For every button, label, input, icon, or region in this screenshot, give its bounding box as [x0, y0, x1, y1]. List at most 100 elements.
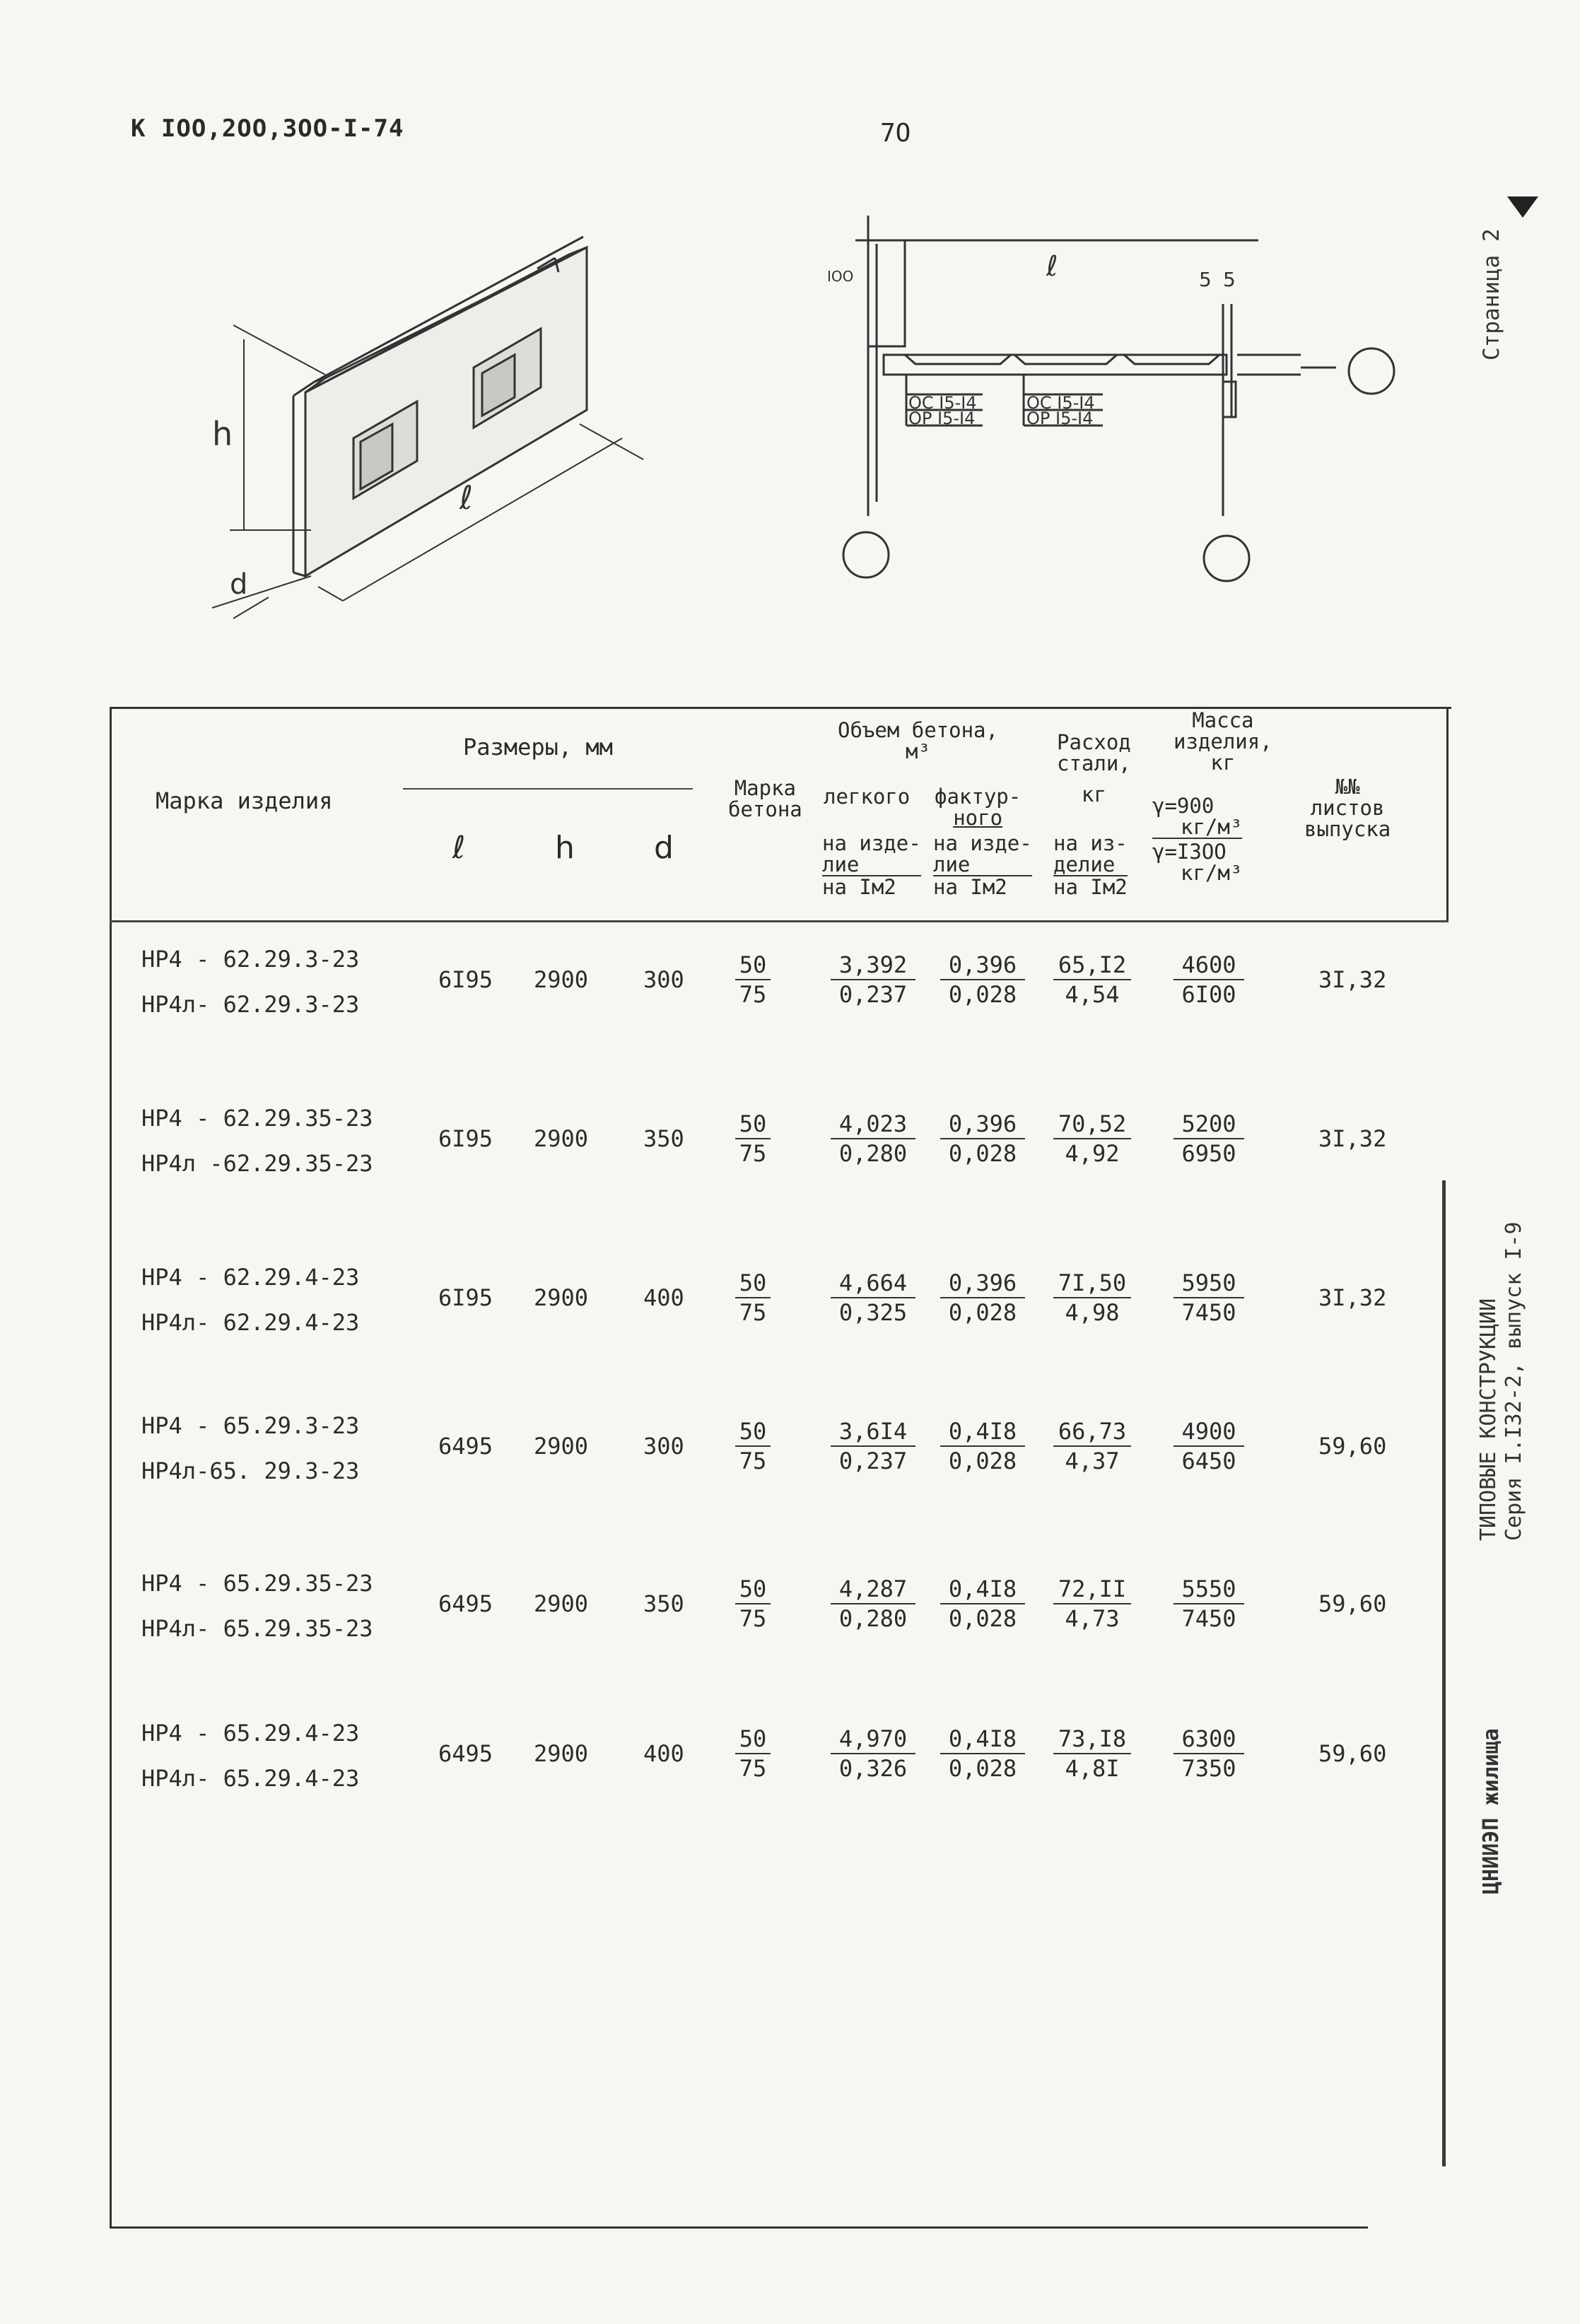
row-sheets: 59,60: [1318, 1590, 1387, 1617]
row-mass-top: 4900: [1174, 1417, 1244, 1447]
dim-l-label: ℓ: [459, 479, 473, 517]
header-mass-g2: γ=I3OO кг/м³: [1152, 841, 1242, 884]
dim-5a-label: 5: [1199, 268, 1212, 291]
row-l: 6I95: [438, 1284, 493, 1311]
header-mass-line2: изделия,: [1174, 729, 1272, 753]
header-steel: Расход стали, кг: [1057, 732, 1131, 805]
row-steel-bottom: 4,73: [1065, 1605, 1120, 1632]
panel-isometric-figure: h ℓ d: [211, 235, 644, 619]
row-mark-1: НР4 - 65.29.35-23: [141, 1570, 373, 1597]
dim-100-label: IOO: [827, 268, 853, 285]
row-volume-light-bottom: 0,280: [838, 1140, 908, 1167]
row-mark-1: НР4 - 65.29.4-23: [141, 1720, 360, 1747]
row-volume-light-top: 3,392: [831, 951, 915, 980]
header-sheets-line1: №№: [1335, 775, 1360, 799]
document-code: К IOO,2OO,3OO-I-74: [131, 115, 404, 143]
table-bottom-edge: [110, 2226, 1368, 2229]
side-organization: ЦНИИЭП жилища: [1479, 1728, 1504, 1894]
header-mass-g1-line2: кг/м³: [1152, 816, 1243, 839]
header-vol-light-sub: на изде- лие на Iм2: [822, 833, 921, 898]
header-facing-line2: ного: [953, 806, 1003, 830]
row-volume-facing-top: 0,4I8: [940, 1575, 1025, 1604]
row-d: 350: [643, 1590, 684, 1617]
header-mark: Марка изделия: [156, 787, 333, 814]
header-vol-facing-sub-line1: на изде-: [933, 831, 1032, 855]
row-mass-bottom: 7450: [1181, 1605, 1236, 1632]
row-volume-facing-bottom: 0,028: [948, 1448, 1017, 1474]
header-vol-facing-m2: на Iм2: [933, 875, 1007, 899]
row-steel-top: 70,52: [1053, 1110, 1131, 1139]
dim-l-label-right: ℓ: [1046, 250, 1058, 283]
row-volume-facing-bottom: 0,028: [948, 981, 1017, 1008]
row-concrete-grade-bottom: 75: [739, 1448, 767, 1474]
row-d: 300: [643, 966, 684, 993]
header-volume-line1: Объем бетона,: [838, 718, 998, 742]
row-volume-light-top: 4,664: [831, 1269, 915, 1298]
row-mass-top: 4600: [1174, 951, 1244, 980]
row-l: 6495: [438, 1590, 493, 1617]
header-vol-light-sub-line2: лие: [822, 854, 921, 876]
rebar-left-bot: ОР I5-I4: [908, 409, 975, 428]
header-mass-g2-line1: γ=I3OO: [1152, 840, 1227, 864]
row-mark-1: НР4 - 62.29.3-23: [141, 946, 360, 973]
dim-h-label: h: [212, 415, 233, 453]
row-h: 2900: [534, 1284, 589, 1311]
row-d: 400: [643, 1284, 684, 1311]
row-mark-1: НР4 - 62.29.35-23: [141, 1105, 373, 1132]
header-facing: фактур- ного: [935, 786, 1021, 828]
row-sheets: 3I,32: [1318, 1125, 1387, 1152]
row-volume-light-top: 4,287: [831, 1575, 915, 1604]
row-l: 6I95: [438, 966, 493, 993]
row-mark-2: НР4л- 62.29.3-23: [141, 991, 360, 1018]
table-right-edge: [1446, 707, 1449, 922]
header-sheets-line3: выпуска: [1304, 817, 1391, 841]
header-steel-sub-line2: делие: [1053, 854, 1128, 876]
row-h: 2900: [534, 1433, 589, 1460]
row-l: 6I95: [438, 1125, 493, 1152]
row-volume-light-top: 4,023: [831, 1110, 915, 1139]
row-mass-bottom: 7450: [1181, 1299, 1236, 1326]
row-mark-2: НР4л -62.29.35-23: [141, 1150, 373, 1177]
row-sheets: 3I,32: [1318, 966, 1387, 993]
side-page-label: Страница 2: [1479, 228, 1504, 360]
row-d: 300: [643, 1433, 684, 1460]
side-series-line2: Серия I.I32-2, выпуск I-9: [1502, 1221, 1526, 1541]
row-concrete-grade-top: 50: [735, 1417, 771, 1447]
row-h: 2900: [534, 1740, 589, 1767]
header-mass-line3: кг: [1210, 751, 1236, 775]
row-sheets: 3I,32: [1318, 1284, 1387, 1311]
row-volume-light-bottom: 0,237: [838, 981, 908, 1008]
row-l: 6495: [438, 1433, 493, 1460]
row-mass-bottom: 7350: [1181, 1755, 1236, 1782]
header-concrete-line1: Марка: [734, 776, 797, 800]
header-h: h: [555, 830, 575, 866]
row-volume-light-bottom: 0,280: [838, 1605, 908, 1632]
row-concrete-grade-bottom: 75: [739, 1140, 767, 1167]
row-mass-bottom: 6450: [1181, 1448, 1236, 1474]
header-sizes: Размеры, мм: [463, 734, 613, 761]
row-h: 2900: [534, 1125, 589, 1152]
header-mass-g1-line1: γ=900: [1152, 794, 1215, 818]
row-volume-facing-bottom: 0,028: [948, 1140, 1017, 1167]
row-steel-bottom: 4,98: [1065, 1299, 1120, 1326]
corner-marker-icon: [1507, 196, 1538, 218]
header-steel-line2: стали,: [1057, 751, 1131, 775]
row-volume-facing-top: 0,4I8: [940, 1417, 1025, 1447]
row-d: 400: [643, 1740, 684, 1767]
